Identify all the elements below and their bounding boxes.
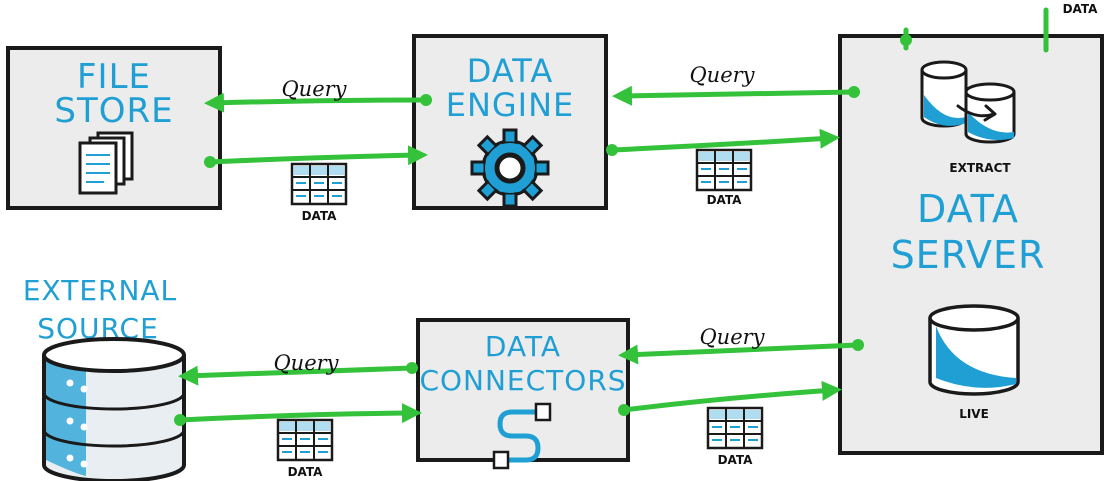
data-table-icon-external xyxy=(276,418,334,462)
gear-icon xyxy=(470,128,550,208)
data-table-icon-engine xyxy=(695,148,753,192)
external-source-title-line1: EXTERNAL xyxy=(23,274,177,307)
edge-filestore-to-engine-data xyxy=(204,145,428,168)
documents-icon xyxy=(78,131,134,195)
data-connectors-title-line2: CONNECTORS xyxy=(419,364,626,397)
data-server-title-line1: DATA xyxy=(917,187,1019,231)
data-engine-title-line1: DATA xyxy=(467,52,553,90)
data-server-title-line2: SERVER xyxy=(891,233,1046,277)
external-source: EXTERNAL SOURCE xyxy=(23,274,186,481)
data-server-box: DATA SERVER DATA EXTRACT LIVE xyxy=(838,2,1104,455)
edge-server-to-connectors-query xyxy=(618,339,864,365)
extract-icon xyxy=(920,60,1016,144)
file-store-box: FILE STORE xyxy=(6,46,222,210)
data-label-external: DATA xyxy=(288,465,324,479)
data-table-icon-filestore xyxy=(290,162,348,206)
data-connectors-title-line1: DATA xyxy=(485,330,561,363)
edge-server-to-engine-query xyxy=(612,85,860,106)
edge-engine-to-server-data xyxy=(606,128,840,156)
edge-connectors-to-external-query xyxy=(178,362,418,386)
query-label-external: Query xyxy=(273,351,339,375)
data-connectors-box: DATA CONNECTORS xyxy=(416,318,630,470)
data-engine-box: DATA ENGINE xyxy=(412,34,608,210)
edge-connectors-to-server-data xyxy=(618,380,842,416)
data-engine-title-line2: ENGINE xyxy=(446,86,575,124)
query-label-engine: Query xyxy=(689,63,755,87)
query-label-connectors: Query xyxy=(699,325,765,349)
live-database-icon xyxy=(928,304,1020,396)
file-store-title-line1: FILE xyxy=(77,57,151,97)
data-table-icon-connectors xyxy=(706,406,764,450)
data-label-engine: DATA xyxy=(707,193,743,207)
edge-engine-to-filestore-query xyxy=(204,92,432,113)
server-top-dot xyxy=(900,34,912,46)
database-stack-icon xyxy=(42,337,186,481)
extract-label: EXTRACT xyxy=(949,161,1011,175)
server-corner-label: DATA xyxy=(1063,2,1099,16)
data-label-filestore: DATA xyxy=(302,209,338,223)
query-label-filestore: Query xyxy=(281,77,347,101)
file-store-title-line2: STORE xyxy=(54,91,173,131)
cable-icon xyxy=(492,402,552,470)
data-label-connectors: DATA xyxy=(718,453,754,467)
edge-external-to-connectors-data xyxy=(174,403,422,426)
live-label: LIVE xyxy=(959,407,989,421)
